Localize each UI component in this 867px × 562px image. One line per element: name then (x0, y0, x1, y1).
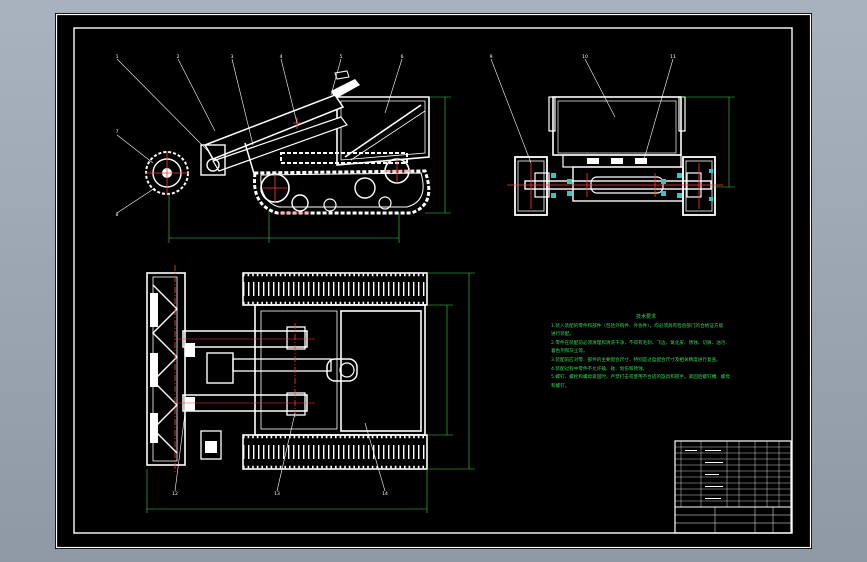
balloon-13: 13 (274, 491, 280, 497)
technical-notes: 技术要求 1.装入装配的零件和部件（包括外购件、外协件），均必须具有检验部门的合… (551, 313, 741, 391)
balloon-3: 3 (231, 54, 234, 60)
inner-frame (73, 27, 793, 534)
note-line-4: 着色剂和灰尘等。 (551, 349, 588, 355)
note-line-7: 5.螺钉、螺栓和螺母紧固时，严禁打击或使用不合适的旋具和扳手。紧固后螺钉槽、螺母 (551, 375, 730, 381)
note-line-8: 和螺钉。 (551, 383, 570, 389)
balloon-5: 5 (340, 54, 343, 60)
front-view[interactable] (490, 58, 735, 216)
note-line-5: 3.装配前应对零、部件的主要配合尺寸，特别是过盈配合尺寸及相关精度进行复查。 (551, 357, 721, 363)
balloon-4: 4 (280, 54, 283, 60)
note-line-3: 2.零件在装配前必须清理和清洗干净，不得有毛刺、飞边、氧化皮、锈蚀、切屑、油污、 (551, 340, 730, 346)
balloon-11: 11 (670, 54, 676, 60)
balloon-10: 10 (582, 54, 588, 60)
note-line-2: 进行装配。 (551, 332, 574, 338)
balloon-9: 9 (490, 54, 493, 60)
outer-frame (55, 13, 812, 549)
top-view[interactable] (146, 265, 475, 513)
balloon-1: 1 (116, 54, 119, 60)
title-block (674, 440, 792, 534)
balloon-7: 7 (116, 129, 119, 135)
note-line-6: 4.装配过程中零件不允许磕、碰、划伤和锈蚀。 (551, 366, 648, 372)
note-line-1: 1.装入装配的零件和部件（包括外购件、外协件），均必须具有检验部门的合格证方能 (551, 323, 724, 329)
balloon-6: 6 (401, 54, 404, 60)
balloon-14: 14 (382, 491, 388, 497)
balloon-12: 12 (172, 491, 178, 497)
drawing-viewport[interactable]: 1 2 3 4 5 6 7 8 9 10 11 12 13 14 (55, 13, 812, 549)
balloon-8: 8 (116, 212, 119, 218)
technical-notes-title: 技术要求 (635, 314, 656, 320)
cad-drawing: 1 2 3 4 5 6 7 8 9 10 11 12 13 14 (55, 13, 812, 549)
balloon-2: 2 (177, 54, 180, 60)
side-view[interactable] (116, 58, 451, 243)
